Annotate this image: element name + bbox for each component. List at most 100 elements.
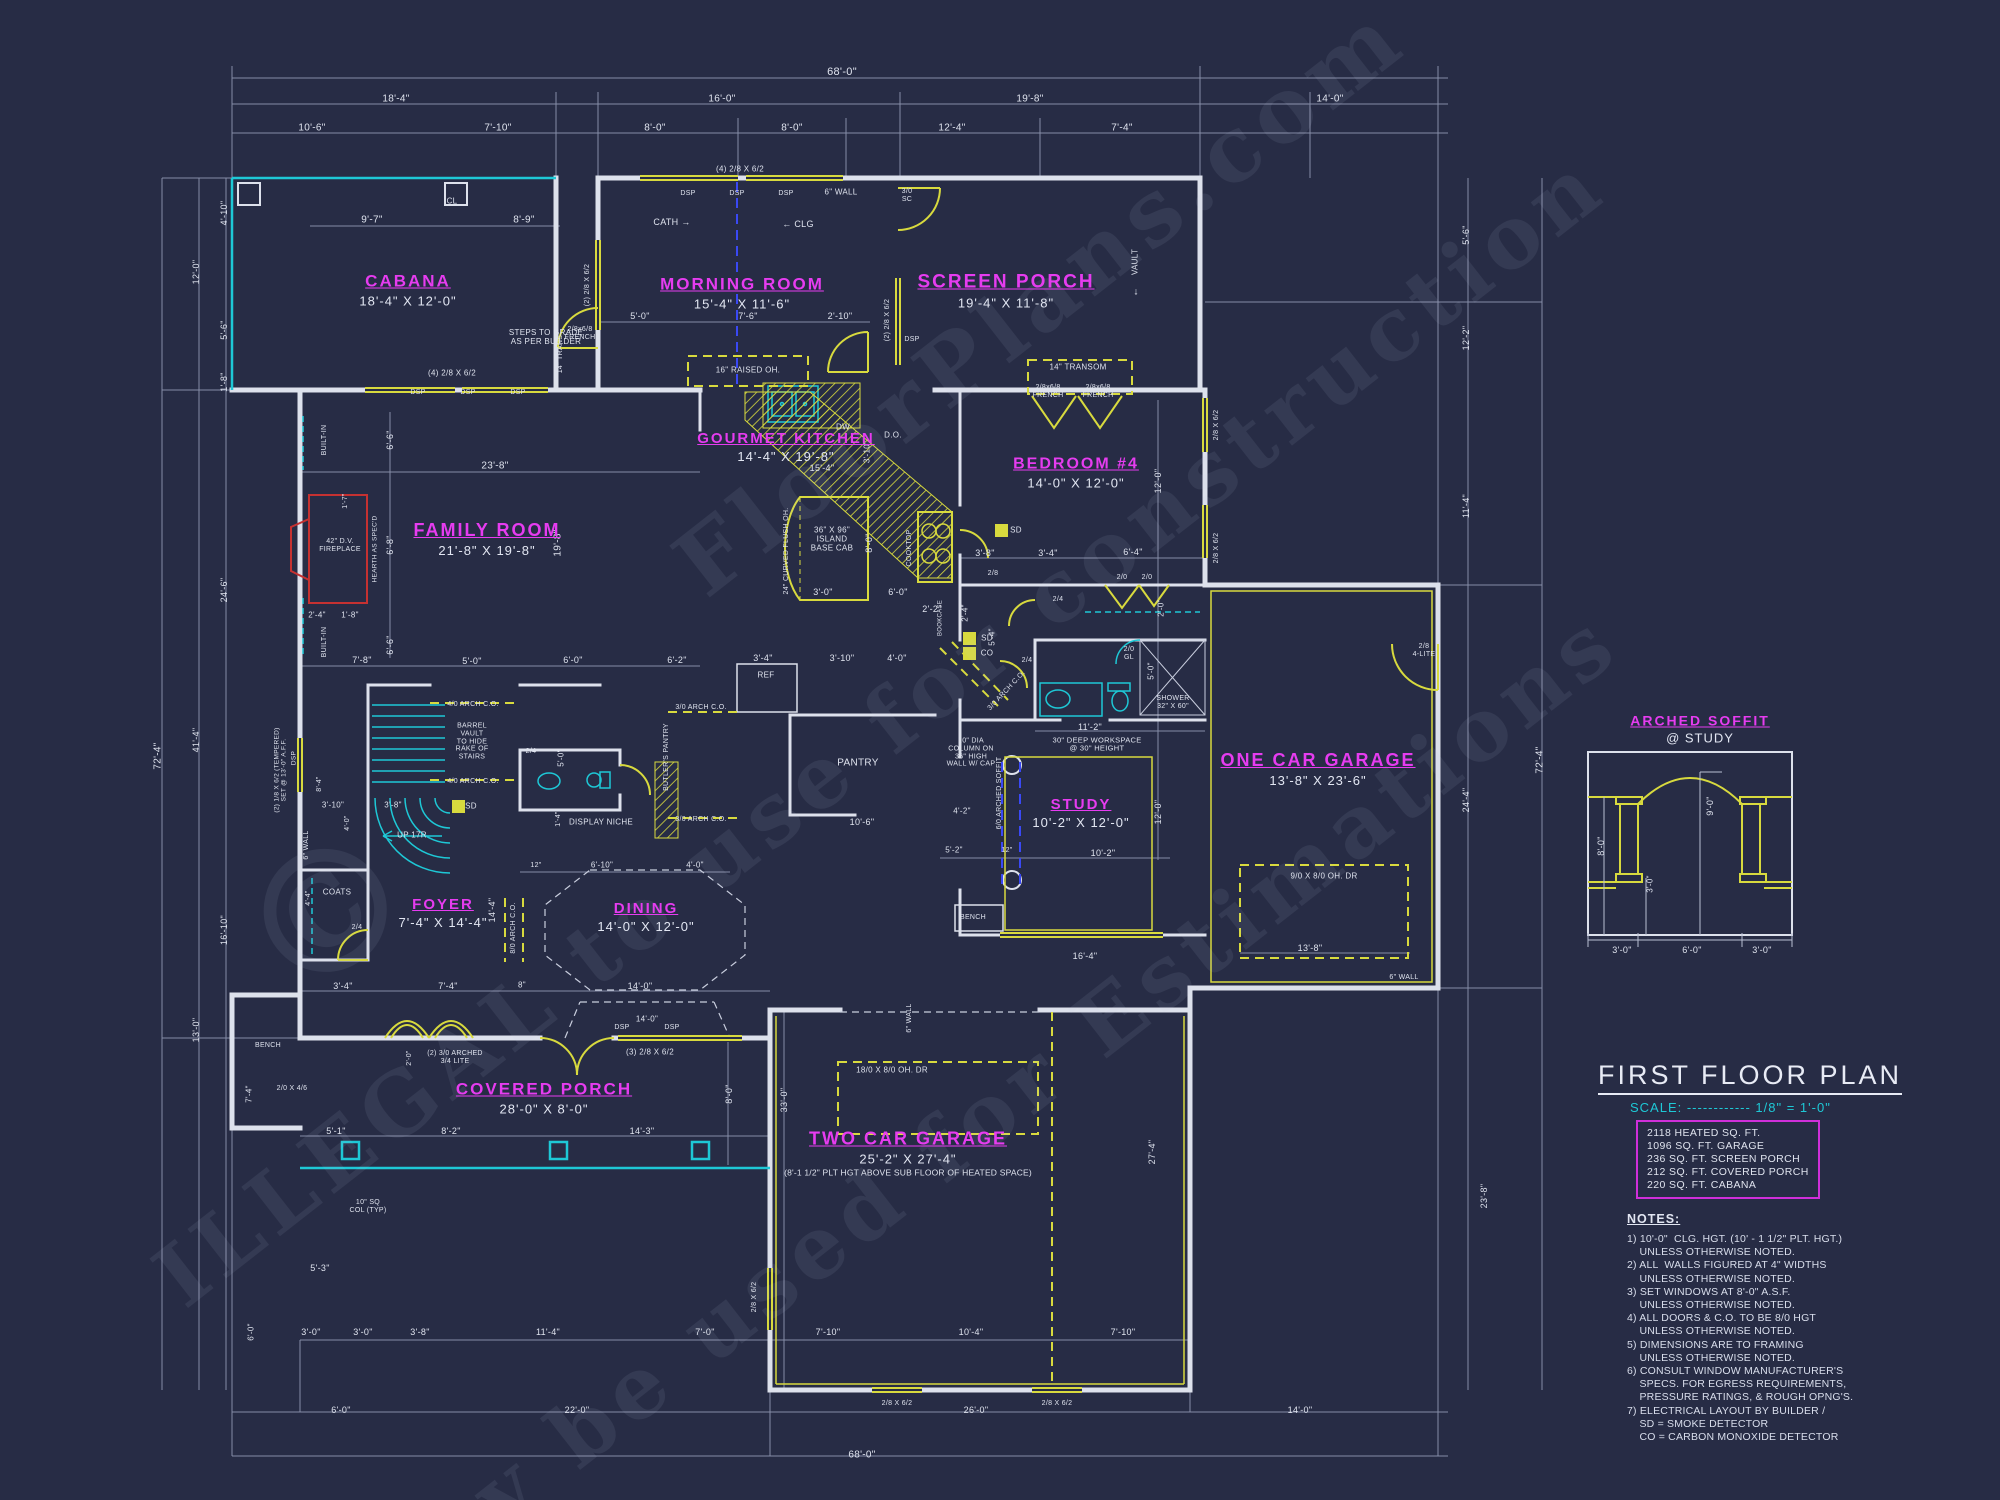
room-label: MORNING ROOM 15'-4" X 11'-6" [660, 275, 824, 312]
annotation: 6'-0" [563, 654, 583, 665]
room-name: FAMILY ROOM [413, 520, 561, 540]
annotation: BUTLER'S PANTRY [663, 723, 671, 791]
room-label: ARCHED SOFFIT@ STUDY [1630, 713, 1770, 746]
annotation: 14'-0" [635, 1014, 659, 1024]
annotation: 7'-4" [438, 980, 458, 991]
room-name: MORNING ROOM [660, 274, 824, 294]
annotation: BENCH [959, 914, 987, 922]
annotation: 14'-0" [1316, 93, 1344, 105]
annotation: 7'-6" [738, 310, 758, 321]
annotation: BUILT-IN [321, 424, 329, 456]
annotation: 6'-0" [246, 1323, 256, 1341]
bath-door [1008, 599, 1036, 627]
ceiling-lines [736, 182, 1021, 890]
annotation: 2/8 X 6/2 [751, 1281, 759, 1313]
annotation: 8" [518, 980, 526, 990]
annotation: DSP [410, 389, 426, 397]
smoke-detector-icon [452, 800, 465, 813]
annotation: 16'-10" [218, 914, 229, 946]
room-name: STUDY [1050, 796, 1112, 813]
annotation: 1'-8" [218, 372, 229, 392]
annotation: 2/0 X 4/6 [276, 1085, 308, 1093]
annotation: 10'-4" [958, 1326, 984, 1337]
annotation: 2'-0" [1156, 599, 1166, 617]
page-title: FIRST FLOOR PLAN [1598, 1060, 1903, 1095]
annotation: 4/0 ARCH C.O. [447, 701, 499, 709]
annotation: 11'-4" [1460, 493, 1471, 519]
annotation: 5'-1" [326, 1125, 346, 1136]
annotation: 24'-6" [218, 577, 229, 603]
room-name: DINING [613, 900, 679, 917]
annotation: 2/8x6/8 FRENCH [564, 326, 596, 341]
up-arrow-icon [382, 830, 442, 842]
annotation: DSP [729, 190, 745, 198]
toilet-icon [1111, 690, 1129, 712]
annotation: 2'-4" [308, 610, 326, 620]
room-name: GOURMET KITCHEN [697, 430, 875, 447]
annotation: 3'-0" [301, 1326, 321, 1337]
annotation: 8'-0" [1595, 836, 1606, 856]
annotation: 6" WALL [303, 830, 311, 860]
porch-column-icon [690, 1140, 711, 1161]
annotation: SD [465, 801, 477, 811]
room-dimensions: 14'-4" X 19'-8" [737, 449, 835, 464]
annotation: 26'-0" [963, 1404, 989, 1415]
annotation: 2/8 4-LITE [1412, 643, 1436, 658]
annotation: 2/8 [987, 570, 999, 578]
annotation: 6'-10" [590, 860, 614, 870]
annotation: 8'-0" [781, 122, 803, 134]
annotation: SD [981, 633, 993, 643]
annotation: D.O. [884, 430, 902, 440]
closet-doors [1104, 584, 1170, 610]
room-name: FOYER [412, 896, 474, 913]
vanity [1039, 682, 1103, 717]
room-dimensions: 10'-2" X 12'-0" [1032, 815, 1130, 830]
annotation: 6'-6" [384, 635, 395, 655]
room-dimensions: 28'-0" X 8'-0" [499, 1101, 589, 1117]
room-name: COVERED PORCH [455, 1079, 633, 1099]
annotation: 10'-2" [1090, 847, 1116, 858]
annotation: 8'-0" [863, 533, 874, 553]
arched-lite-windows [384, 1020, 474, 1039]
annotation: 5'-0" [556, 749, 566, 767]
annotation: 2/8x6/8 FRENCH [1032, 384, 1064, 399]
windows-centerline [299, 177, 1206, 1391]
annotation: 19'-8" [1016, 93, 1044, 105]
annotation: 12'-0" [190, 259, 201, 285]
annotation: DSP [290, 750, 298, 766]
annotation: ← CLG [782, 218, 814, 229]
room-dimensions: 15'-4" X 11'-6" [693, 296, 791, 312]
room-name: TWO CAR GARAGE [809, 1128, 1007, 1149]
bedroom-door [959, 529, 989, 559]
annotation: 23'-8" [1478, 1183, 1489, 1209]
annotation: 3'-0" [1645, 875, 1655, 893]
annotation: 24'-4" [1460, 787, 1471, 813]
annotation: 2/4 [1021, 657, 1033, 665]
sink-icon [1045, 689, 1071, 709]
annotation: 6'-0" [331, 1404, 351, 1415]
annotation: 7'-10" [484, 122, 512, 134]
annotation: 27'-4" [1146, 1139, 1157, 1165]
room-label: GOURMET KITCHEN 14'-4" X 19'-8" [697, 430, 875, 464]
annotation: 14" TRANS [557, 334, 565, 374]
toilet-icon [586, 772, 602, 788]
annotation: 14'-3" [629, 1125, 655, 1136]
room-dimensions: 13'-8" X 23'-6" [1269, 773, 1367, 788]
room-dimensions: 25'-2" X 27'-4" [859, 1151, 957, 1167]
annotation: 13'-0" [190, 1017, 201, 1043]
room-name: SCREEN PORCH [917, 271, 1095, 293]
annotation: 3'-0" [1612, 944, 1632, 955]
annotation: 68'-0" [848, 1449, 876, 1461]
annotation: 3'-0" [1752, 944, 1772, 955]
annotation: 12'-2" [1460, 325, 1471, 351]
hall-door [999, 660, 1028, 689]
annotation: 10" SQ COL (TYP) [349, 1199, 387, 1214]
annotation: 3'-8" [410, 1326, 430, 1337]
annotation: BOOKCASE [937, 599, 944, 637]
annotation: 2/0 GL [1123, 646, 1135, 661]
annotation: 6'-0" [888, 586, 908, 597]
study-builtin [1004, 756, 1153, 931]
